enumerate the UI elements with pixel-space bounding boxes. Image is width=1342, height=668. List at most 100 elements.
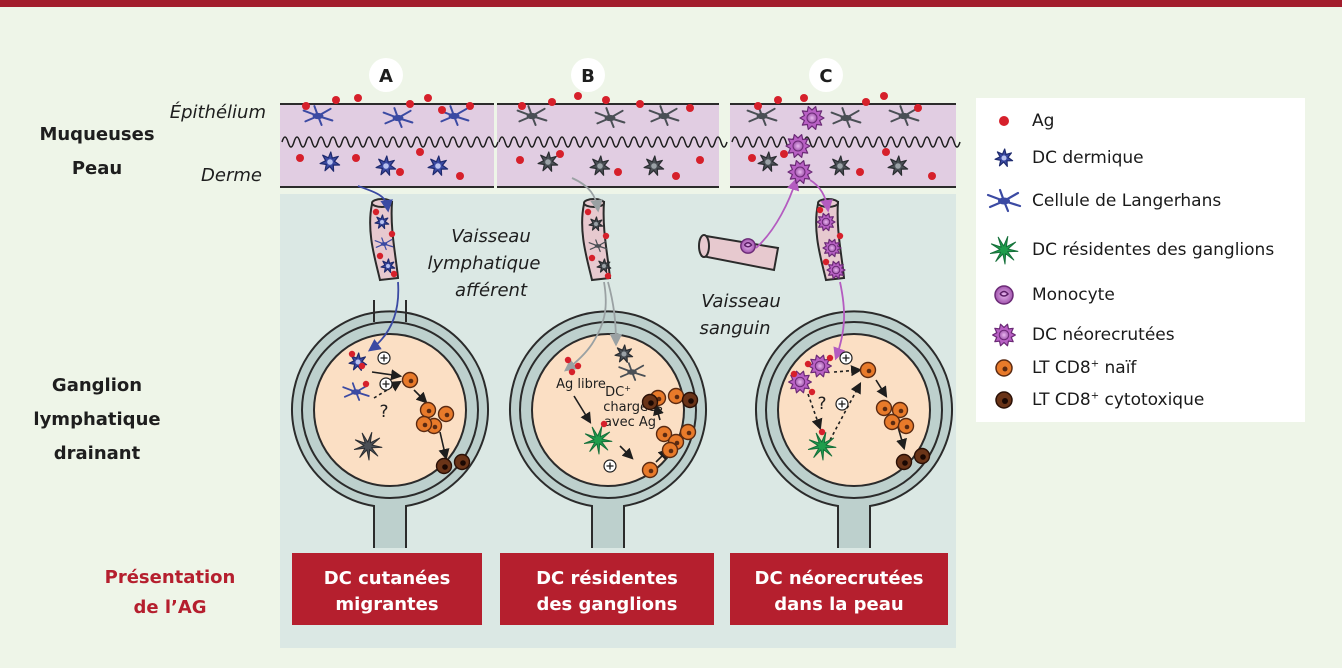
naive-cd8 bbox=[897, 417, 915, 435]
monocyte bbox=[740, 238, 756, 254]
grey-langerhans bbox=[830, 107, 862, 128]
naive-cd8 bbox=[401, 371, 419, 389]
svg-text:A: A bbox=[379, 66, 393, 87]
ag-dot bbox=[438, 106, 446, 114]
plus-sign bbox=[379, 377, 393, 391]
ag-dot bbox=[822, 258, 830, 266]
ag-dot bbox=[600, 420, 608, 428]
dermal-dc bbox=[994, 148, 1014, 167]
ag-dot bbox=[296, 154, 304, 162]
svg-text:DC résidentes: DC résidentes bbox=[536, 568, 678, 589]
migration-arrow bbox=[367, 281, 400, 352]
langerhans-cell bbox=[302, 105, 334, 126]
basement-membrane bbox=[731, 136, 961, 148]
cytotoxic-cd8 bbox=[453, 453, 471, 471]
ag-dot bbox=[804, 360, 812, 368]
naive-cd8 bbox=[641, 461, 659, 479]
ag-dot-icon bbox=[999, 116, 1009, 126]
lymphatic-vessel-label: lymphatique bbox=[427, 253, 540, 274]
ag-dot bbox=[780, 150, 788, 158]
recruited-dc bbox=[826, 260, 846, 280]
row-label-lymph-node: Ganglion bbox=[52, 375, 142, 396]
langerhans-cell-icon bbox=[986, 188, 1022, 213]
row-label-presentation: Présentation bbox=[105, 567, 236, 588]
row-label-skin: Peau bbox=[72, 158, 122, 179]
grey-langerhans bbox=[594, 107, 626, 128]
ag-dot bbox=[362, 380, 370, 388]
ag-dot bbox=[352, 154, 360, 162]
recruited-dc bbox=[799, 106, 825, 130]
grey-langerhans bbox=[746, 105, 778, 126]
resident-dc bbox=[807, 432, 837, 461]
naive-cd8 bbox=[667, 387, 685, 405]
langerhans-cell bbox=[374, 237, 394, 251]
ag-dot bbox=[614, 168, 622, 176]
langerhans-cell bbox=[342, 382, 370, 401]
presentation-box-migrating-dc: DC cutanées migrantes bbox=[292, 553, 482, 625]
legend-item: DC néorecrutées bbox=[976, 320, 1175, 350]
legend-item: Ag bbox=[976, 106, 1054, 136]
dermal-dc-icon bbox=[994, 148, 1014, 167]
ag-dot bbox=[604, 272, 612, 280]
ag-dot bbox=[390, 270, 398, 278]
resident-dc bbox=[989, 236, 1019, 265]
grey-dc bbox=[887, 155, 909, 176]
drainage-arrow bbox=[571, 177, 603, 213]
grey-langerhans bbox=[618, 362, 646, 381]
dermal-dc bbox=[427, 155, 449, 176]
question-mark: ? bbox=[817, 394, 826, 414]
panel-letter-b: B bbox=[571, 58, 605, 92]
ag-dot bbox=[602, 96, 610, 104]
recruited-dc bbox=[822, 238, 842, 258]
lymph-node-a bbox=[291, 300, 489, 548]
ag-dot bbox=[332, 96, 340, 104]
recruited-dc bbox=[816, 212, 836, 232]
recruited-dc bbox=[785, 134, 811, 158]
grey-dc bbox=[589, 155, 611, 176]
recruited-dc bbox=[787, 160, 813, 184]
top-bar bbox=[0, 0, 1342, 7]
ag-dot bbox=[602, 232, 610, 240]
ag-dot bbox=[416, 148, 424, 156]
layer-label-epithelium: Épithélium bbox=[170, 101, 266, 123]
ag-dot bbox=[774, 96, 782, 104]
ag-dot bbox=[518, 102, 526, 110]
svg-text:C: C bbox=[819, 66, 832, 87]
naive-cd8 bbox=[655, 425, 673, 443]
svg-text:migrantes: migrantes bbox=[335, 594, 438, 615]
grey-dc bbox=[643, 155, 665, 176]
recruitment-arrow bbox=[809, 179, 833, 213]
panel-letter-a: A bbox=[369, 58, 403, 92]
ag-dot bbox=[302, 102, 310, 110]
grey-langerhans bbox=[888, 105, 920, 126]
ag-dot bbox=[548, 98, 556, 106]
ag-dot bbox=[564, 356, 572, 364]
blood-vessel-label: sanguin bbox=[699, 318, 770, 339]
ag-dot bbox=[376, 252, 384, 260]
grey-langerhans bbox=[516, 105, 548, 126]
cytotoxic-cd8 bbox=[435, 457, 453, 475]
ag-dot bbox=[748, 154, 756, 162]
cytotoxic-cd8 bbox=[895, 453, 913, 471]
grey-dc bbox=[757, 151, 779, 172]
grey-langerhans bbox=[648, 105, 680, 126]
ag-dot bbox=[914, 104, 922, 112]
ag-dot bbox=[556, 150, 564, 158]
ag-dot bbox=[574, 362, 582, 370]
drainage-arrow bbox=[607, 281, 623, 347]
panel-letter-c: C bbox=[809, 58, 843, 92]
row-label-presentation: de l’AG bbox=[133, 597, 206, 618]
legend-item: DC dermique bbox=[976, 143, 1144, 173]
migration-arrow bbox=[357, 185, 393, 213]
cells-layer bbox=[296, 92, 936, 479]
activation-arrows bbox=[371, 365, 907, 463]
grey-langerhans bbox=[588, 239, 608, 253]
legend-item: DC résidentes des ganglions bbox=[976, 235, 1274, 265]
plus-sign bbox=[377, 351, 391, 365]
recruited-dc bbox=[992, 323, 1016, 347]
legend-item: LT CD8+ cytotoxique bbox=[976, 385, 1204, 415]
legend-item: Cellule de Langerhans bbox=[976, 186, 1221, 216]
recruited-dc-icon bbox=[992, 323, 1016, 347]
langerhans-cell bbox=[382, 107, 414, 128]
legend: Ag DC dermique Cellule de Langerhans DC … bbox=[976, 98, 1305, 422]
